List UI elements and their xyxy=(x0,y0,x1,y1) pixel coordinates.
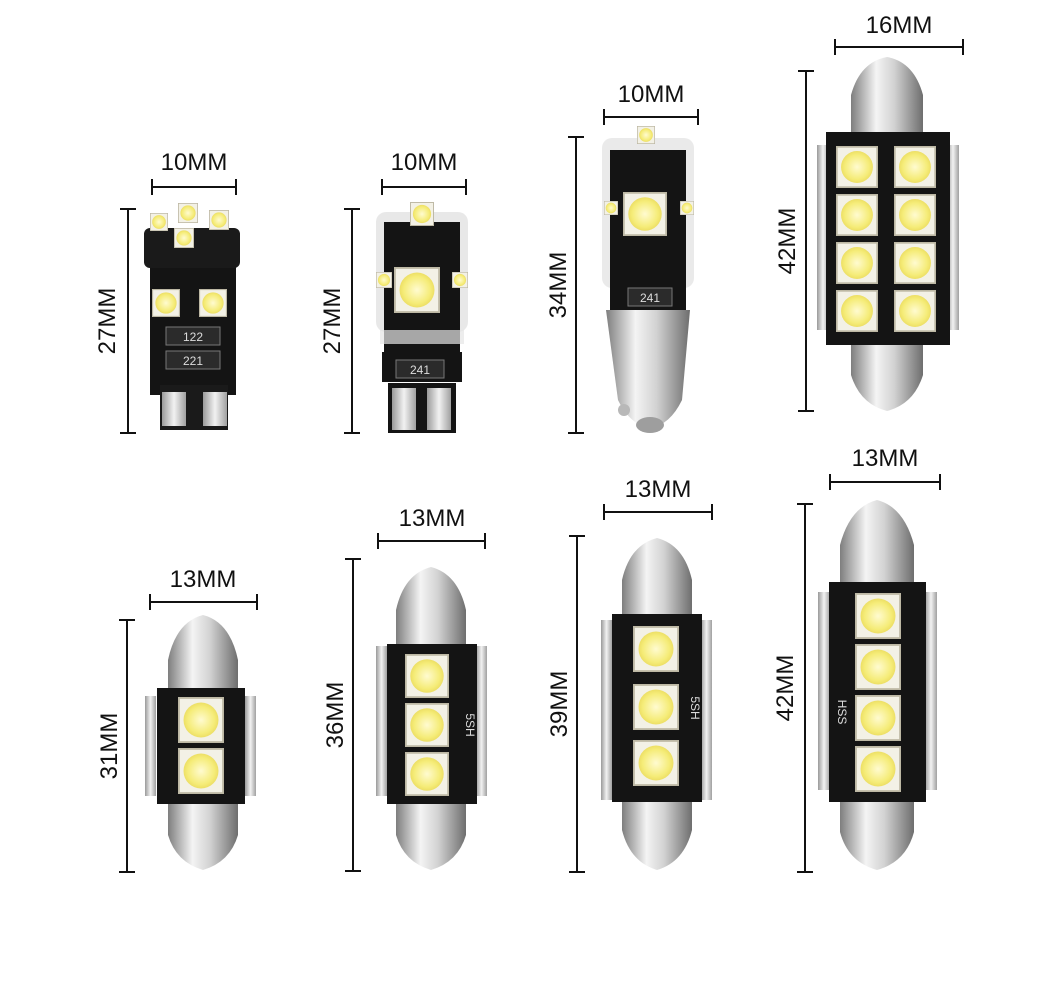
bulb-festoon-31-2smd: 13MM 31MM xyxy=(96,566,258,873)
width-dimension: 13MM xyxy=(149,566,258,610)
width-label: 13MM xyxy=(625,476,692,503)
bulb-body: 241 xyxy=(602,126,694,433)
height-dimension: 27MM xyxy=(319,208,360,434)
height-label: 34MM xyxy=(545,252,572,319)
bulb-body xyxy=(817,57,959,411)
height-dimension: 42MM xyxy=(774,70,814,412)
bulb-body: 241 xyxy=(376,202,468,433)
bulb-body: 5SH xyxy=(601,538,712,870)
height-label: 42MM xyxy=(772,655,799,722)
bulb-body xyxy=(145,615,256,870)
width-dimension: 13MM xyxy=(603,476,713,520)
height-dimension: 34MM xyxy=(545,136,584,434)
width-label: 13MM xyxy=(852,445,919,472)
height-label: 27MM xyxy=(94,288,121,355)
svg-text:HSS: HSS xyxy=(835,700,849,725)
chip-label: 221 xyxy=(183,354,203,368)
height-dimension: 42MM xyxy=(772,503,813,873)
width-label: 16MM xyxy=(866,12,933,39)
width-label: 13MM xyxy=(170,566,237,593)
svg-text:5SH: 5SH xyxy=(463,713,477,736)
bulb-festoon-39-3smd: 13MM 39MM 5SH xyxy=(546,476,713,873)
bulb-body: HSS xyxy=(818,500,937,870)
width-dimension: 13MM xyxy=(377,505,486,549)
width-dimension: 13MM xyxy=(829,445,941,490)
bulb-ba9s-5smd: 10MM 34MM 241 xyxy=(545,81,699,434)
bulb-body: 122 221 xyxy=(144,203,240,430)
bulb-body: 5SH xyxy=(376,567,487,870)
height-label: 31MM xyxy=(96,713,123,780)
width-label: 13MM xyxy=(399,505,466,532)
width-dimension: 10MM xyxy=(381,149,467,195)
bulb-t10-5smd: 10MM 27MM 241 xyxy=(319,149,468,434)
width-label: 10MM xyxy=(618,81,685,108)
chip-label: 241 xyxy=(640,291,660,305)
width-dimension: 16MM xyxy=(834,12,964,55)
bulb-t10-8smd: 10MM 27MM 122 221 xyxy=(94,149,240,434)
height-label: 39MM xyxy=(546,671,573,738)
bulb-festoon-42-4smd: 13MM 42MM HSS xyxy=(772,445,941,873)
width-dimension: 10MM xyxy=(151,149,237,195)
height-dimension: 39MM xyxy=(546,535,585,873)
chip-label: 122 xyxy=(183,330,203,344)
width-label: 10MM xyxy=(161,149,228,176)
height-dimension: 27MM xyxy=(94,208,136,434)
height-label: 36MM xyxy=(322,682,349,749)
svg-text:5SH: 5SH xyxy=(688,696,702,719)
width-label: 10MM xyxy=(391,149,458,176)
chip-label: 241 xyxy=(410,363,430,377)
height-dimension: 36MM xyxy=(322,558,361,872)
bulb-festoon-36-3smd: 13MM 36MM 5SH xyxy=(322,505,487,872)
height-label: 27MM xyxy=(319,288,346,355)
bulb-festoon-42-8smd: 16MM 42MM xyxy=(774,12,964,412)
height-dimension: 31MM xyxy=(96,619,135,873)
width-dimension: 10MM xyxy=(603,81,699,125)
height-label: 42MM xyxy=(774,208,801,275)
